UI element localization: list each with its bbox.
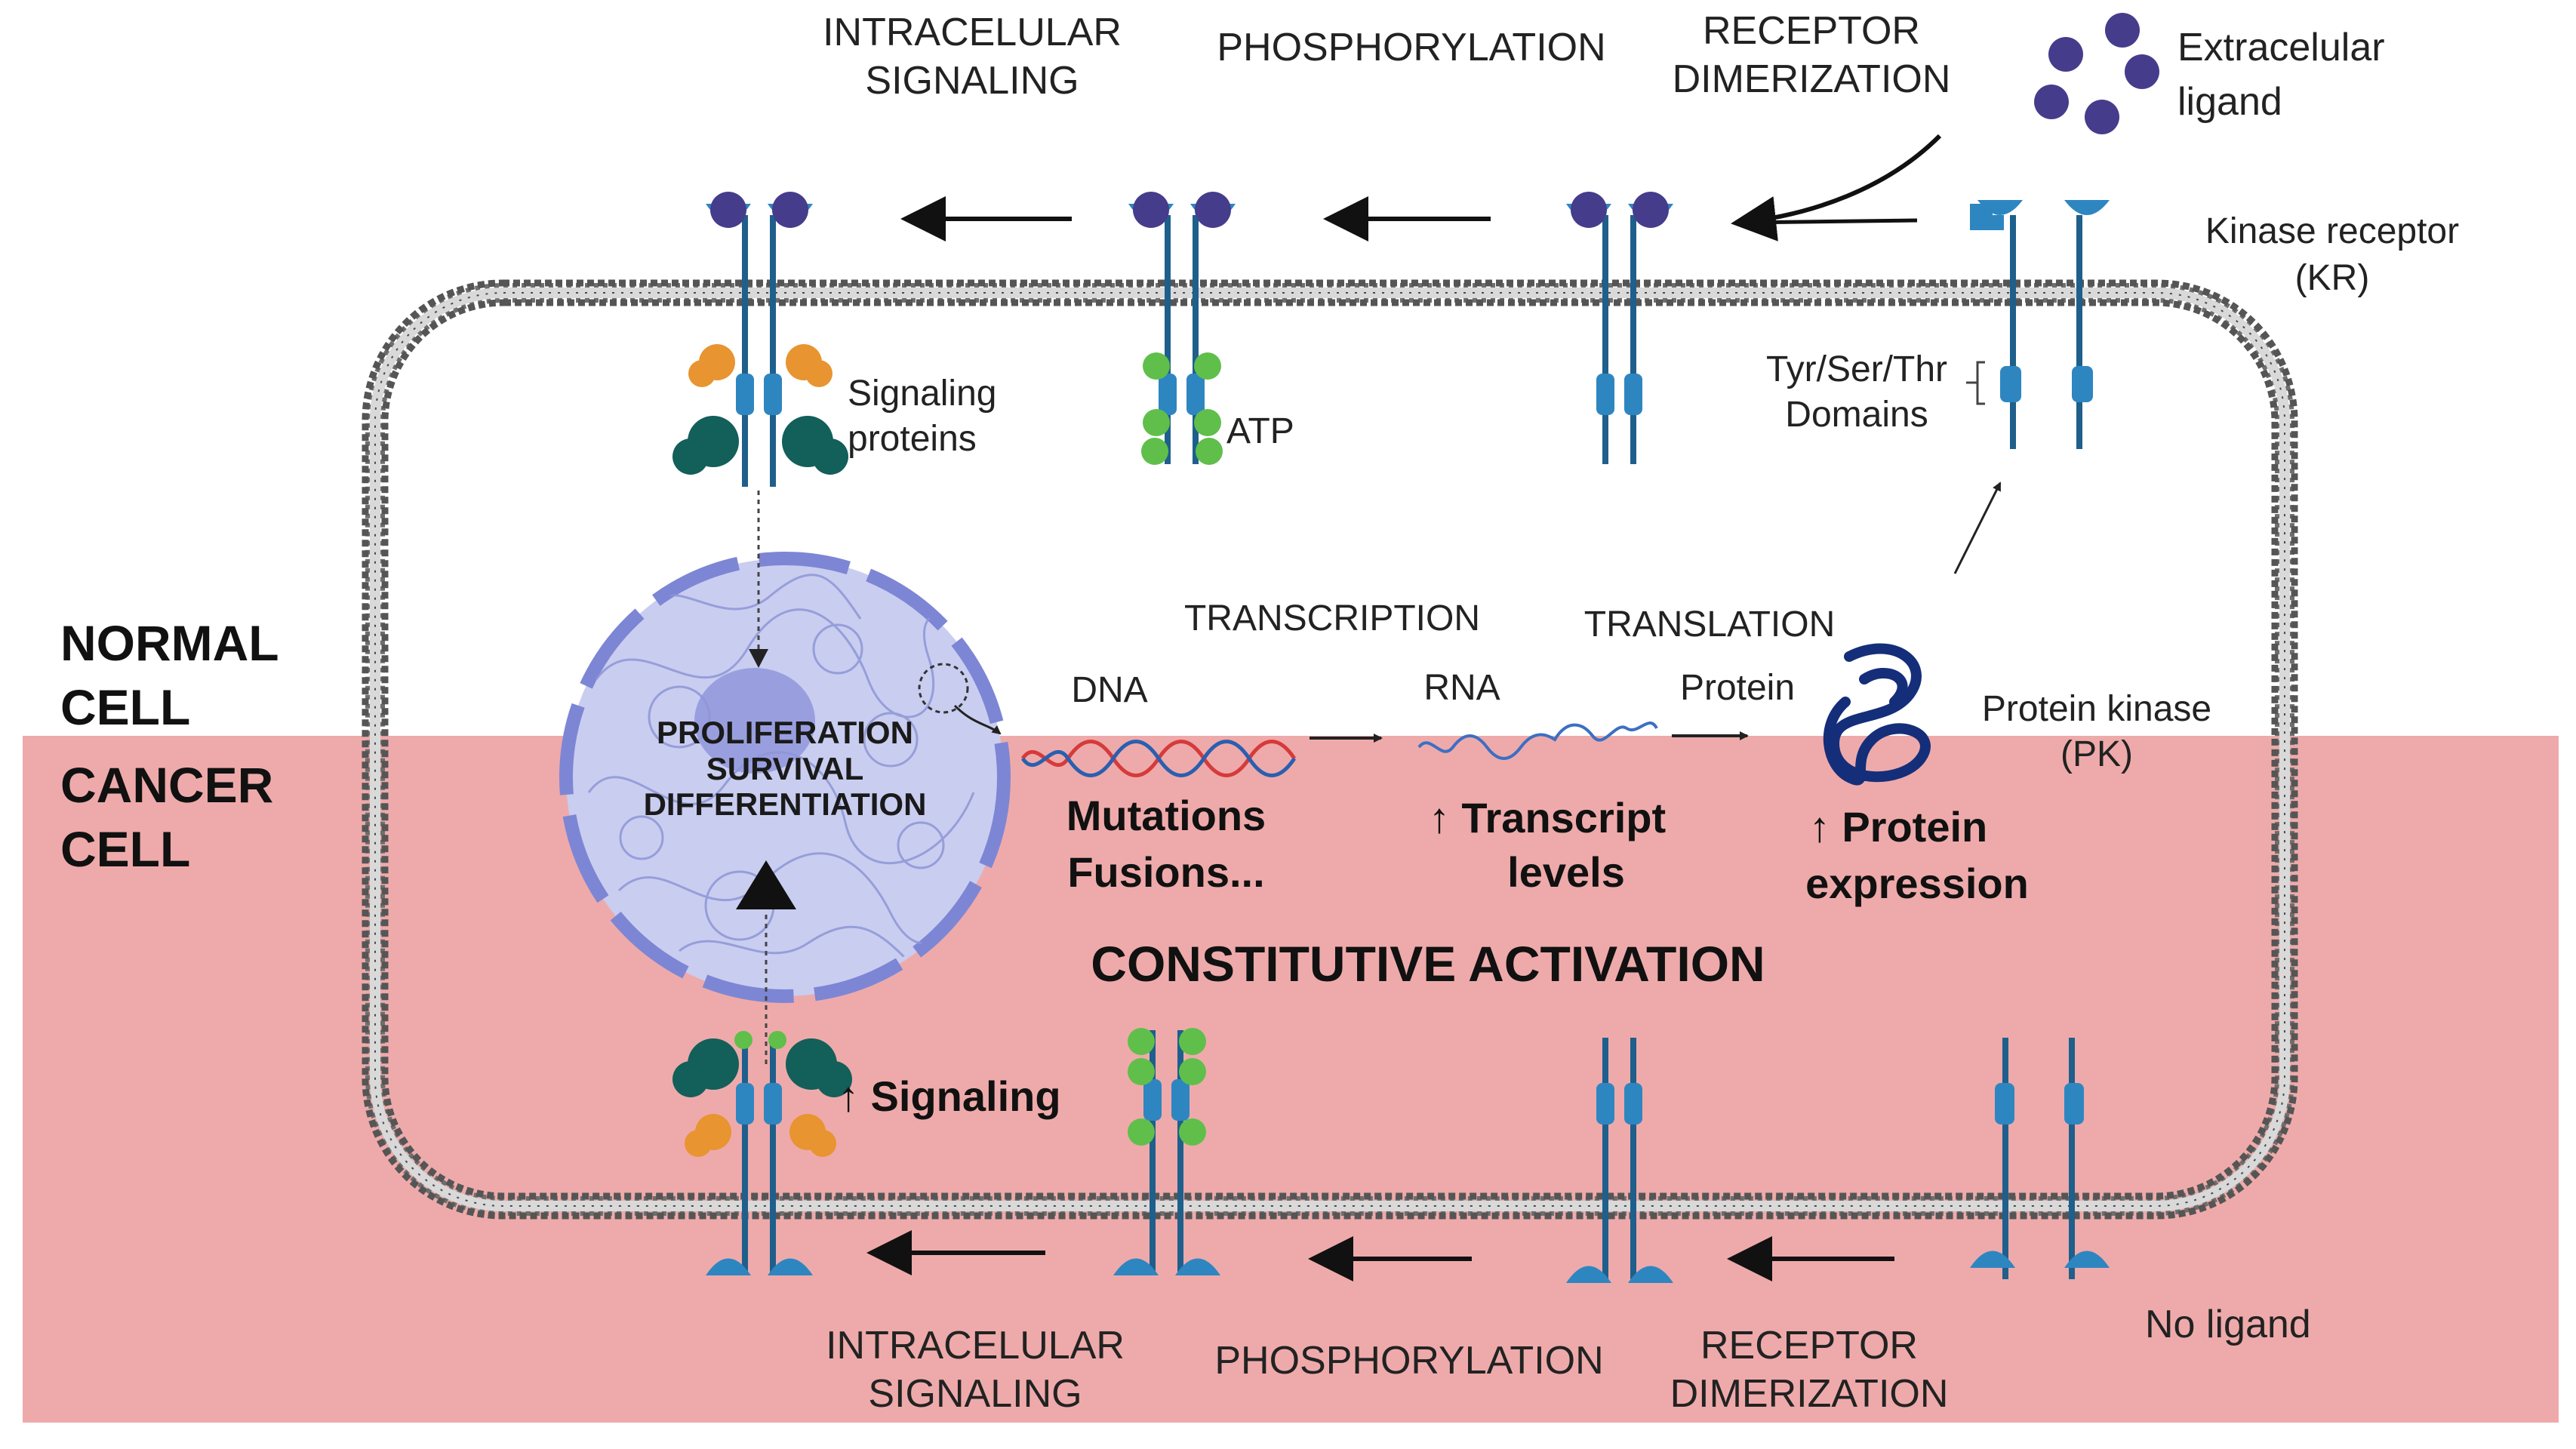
nucleus: PROLIFERATION SURVIVAL DIFFERENTIATION xyxy=(559,552,1011,1003)
label-bottom-intracellular-1: INTRACELULAR xyxy=(826,1324,1125,1367)
label-top-dimerization-1: RECEPTOR xyxy=(1703,9,1920,53)
label-protein-kinase-1: Protein kinase xyxy=(1982,689,2211,729)
receptor-signaling-cancer xyxy=(672,1031,852,1275)
label-kinase-receptor-2: (KR) xyxy=(2295,258,2370,298)
protein-kinase-shape xyxy=(1823,643,1931,786)
label-constitutive-activation: CONSTITUTIVE ACTIVATION xyxy=(1091,936,1765,992)
label-normal-cell-2: CELL xyxy=(60,679,190,735)
label-no-ligand: No ligand xyxy=(2145,1303,2311,1346)
label-protein: Protein xyxy=(1680,668,1795,708)
label-translation: TRANSLATION xyxy=(1584,605,1835,645)
label-cancer-cell-1: CANCER xyxy=(60,757,273,813)
receptor-atp-cancer xyxy=(1113,1028,1220,1275)
label-dna: DNA xyxy=(1071,670,1147,710)
label-top-intracellular-2: SIGNALING xyxy=(865,59,1079,103)
label-transcript-2: levels xyxy=(1507,848,1625,896)
extracellular-ligand-icon xyxy=(2034,13,2159,134)
dna-helix xyxy=(1020,740,1297,777)
nucleus-label-survival: SURVIVAL xyxy=(706,751,863,786)
label-signaling-proteins-2: proteins xyxy=(848,419,977,459)
label-rna: RNA xyxy=(1423,668,1500,708)
label-protein-expr-1: ↑ Protein xyxy=(1809,803,1987,851)
nucleolus xyxy=(694,668,815,774)
label-extracellular-ligand-1: Extracelular xyxy=(2177,26,2385,69)
rna-strand xyxy=(1417,721,1658,760)
label-extracellular-ligand-2: ligand xyxy=(2177,80,2282,124)
label-bottom-intracellular-2: SIGNALING xyxy=(868,1372,1082,1416)
label-protein-expr-2: expression xyxy=(1805,860,2029,907)
receptor-signaling xyxy=(672,192,848,487)
nucleus-label-proliferation: PROLIFERATION xyxy=(657,715,913,750)
label-transcription: TRANSCRIPTION xyxy=(1184,598,1480,638)
label-domains-1: Tyr/Ser/Thr xyxy=(1766,349,1947,389)
label-signaling-proteins-1: Signaling xyxy=(848,374,996,414)
cell-membrane xyxy=(362,279,2298,1220)
label-bottom-phosphorylation: PHOSPHORYLATION xyxy=(1214,1339,1603,1383)
signal-up-arrow-icon xyxy=(736,860,796,909)
label-transcript-1: ↑ Transcript xyxy=(1429,794,1666,841)
label-atp: ATP xyxy=(1226,411,1294,451)
label-domains-2: Domains xyxy=(1785,395,1928,435)
label-up-signaling: ↑ Signaling xyxy=(838,1072,1061,1120)
label-normal-cell-1: NORMAL xyxy=(60,615,279,671)
label-kinase-receptor-1: Kinase receptor xyxy=(2205,211,2459,251)
receptor-atp xyxy=(1128,192,1236,465)
nucleus-label-differentiation: DIFFERENTIATION xyxy=(644,786,927,822)
receptor-dimer-no-ligand xyxy=(1566,1038,1673,1283)
cancer-cell-region xyxy=(23,736,2559,1423)
label-top-dimerization-2: DIMERIZATION xyxy=(1673,57,1951,101)
label-protein-kinase-2: (PK) xyxy=(2060,734,2133,774)
label-mutations-1: Mutations xyxy=(1066,792,1266,839)
label-mutations-2: Fusions... xyxy=(1067,848,1264,896)
receptor-no-ligand xyxy=(1970,1038,2110,1279)
label-bottom-dimerization-1: RECEPTOR xyxy=(1700,1324,1918,1367)
label-bottom-dimerization-2: DIMERIZATION xyxy=(1670,1372,1949,1416)
label-cancer-cell-2: CELL xyxy=(60,821,190,877)
receptor-dimer-ligand xyxy=(1566,192,1673,464)
label-top-phosphorylation: PHOSPHORYLATION xyxy=(1217,26,1605,69)
kinase-receptor-inactive xyxy=(1970,200,2110,449)
label-top-intracellular-1: INTRACELULAR xyxy=(823,11,1122,54)
